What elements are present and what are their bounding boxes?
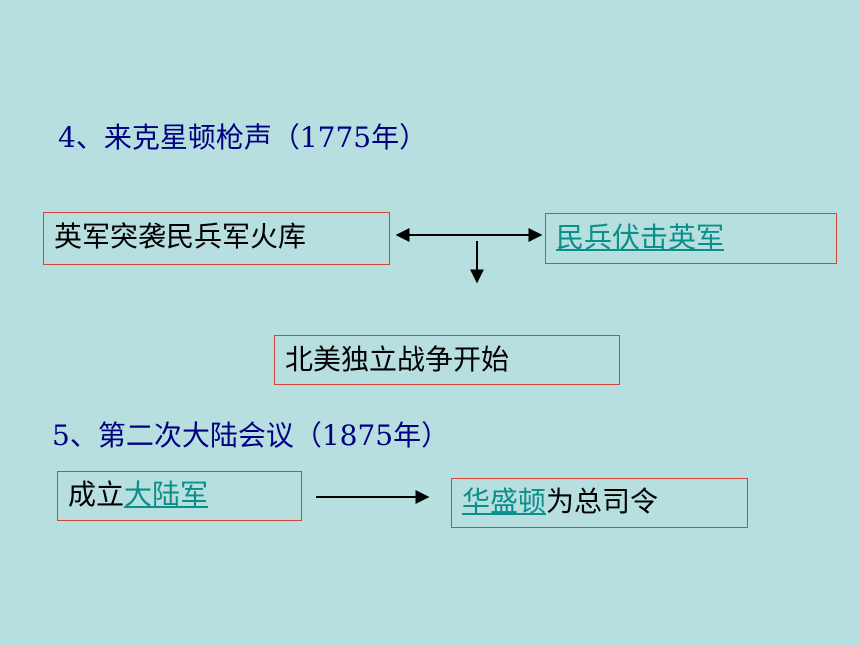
- militia-ambush-link[interactable]: 民兵伏击英军: [556, 221, 725, 254]
- war-begins-text: 北美独立战争开始: [285, 343, 510, 376]
- section5-title: 5、第二次大陆会议（1875年）: [52, 419, 450, 452]
- box-british-raid-text: 英军突袭民兵军火库: [54, 220, 307, 253]
- box-militia-ambush: 民兵伏击英军: [545, 213, 837, 264]
- box-continental-army: 成立大陆军: [57, 471, 302, 521]
- box-war-begins: 北美独立战争开始: [274, 335, 620, 385]
- box-washington-commander: 华盛顿为总司令: [451, 478, 748, 528]
- box-british-raid: 英军突袭民兵军火库: [43, 212, 390, 265]
- continental-army-prefix: 成立: [68, 478, 125, 511]
- washington-suffix: 为总司令: [546, 485, 659, 518]
- section4-title: 4、来克星顿枪声（1775年）: [58, 121, 428, 154]
- continental-army-link[interactable]: 大陆军: [124, 478, 209, 511]
- washington-link[interactable]: 华盛顿: [462, 485, 547, 518]
